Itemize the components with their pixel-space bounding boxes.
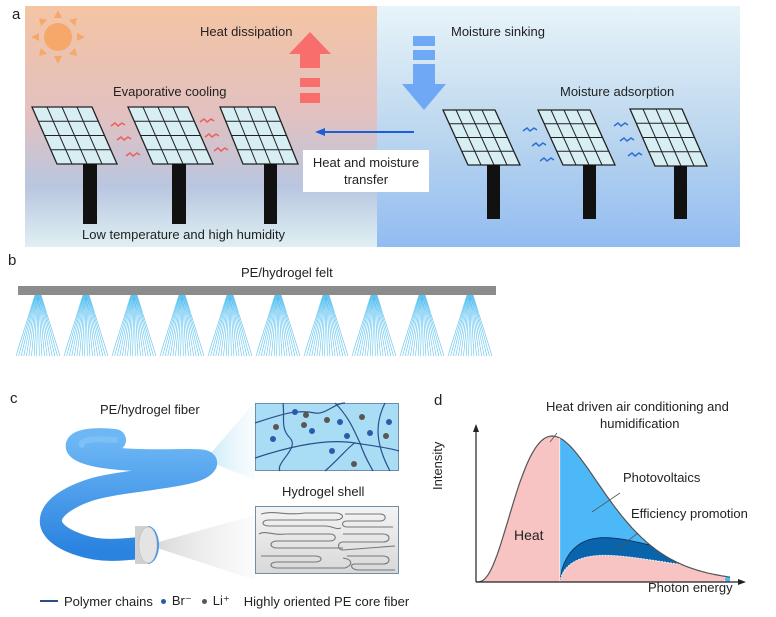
hydrogel-shell-box [254,402,400,472]
transfer-arrow [315,128,414,136]
pe-core-label: Highly oriented PE core fiber [243,593,410,609]
leader-efficiency [615,532,639,551]
solar-panel [536,109,617,219]
shell-zoom-cone [205,402,255,480]
fiber-bundle [63,294,109,357]
solar-panel [127,106,214,224]
fiber-bundle [447,294,493,357]
fiber-bundle [207,294,253,357]
heat-dissipation-arrow [289,32,331,103]
pe-core-end [135,526,159,564]
y-axis-arrow [473,424,479,432]
panel-letter-c: c [10,390,18,407]
solar-panel [441,109,522,219]
legend-br: Br⁻ [171,593,192,608]
polymer-chain-swatch [40,600,58,602]
heat-moisture-transfer-box: Heat and moisture transfer [303,150,429,192]
moisture-waves [522,122,643,162]
solar-panel [31,106,118,224]
core-zoom-cone [148,515,255,580]
transfer-label-line2: transfer [343,172,389,187]
coiled-fiber [39,428,218,561]
y-axis-label: Intensity [430,441,445,490]
annotation-heat: Heat [514,527,544,543]
pe-hydrogel-felt [15,286,496,357]
pe-hydrogel-fiber-label: PE/hydrogel fiber [100,402,200,417]
felt-bar [18,286,496,295]
panel-letter-a: a [12,6,21,23]
residual-heat-area [559,554,726,583]
br-ions [270,409,392,454]
fiber-bundle [399,294,445,357]
fiber-bundle [351,294,397,357]
solar-panel [219,106,299,224]
fiber-bundle [111,294,157,357]
transfer-label-line1: Heat and moisture [312,155,420,170]
x-axis-label: Photon energy [648,580,733,595]
evaporative-cooling-label: Evaporative cooling [113,84,227,99]
annotation-photovoltaics: Photovoltaics [623,470,701,485]
x-axis-arrow [738,579,746,585]
pe-hydrogel-felt-label: PE/hydrogel felt [241,265,333,280]
moisture-sinking-label: Moisture sinking [451,24,545,39]
leader-photovoltaics [591,492,621,513]
annotation-efficiency: Efficiency promotion [631,506,748,521]
annotation-heat-driven: Heat driven air conditioning and [546,399,729,414]
li-ions [273,412,389,467]
leader-heat-driven [549,432,558,443]
panel-a-scene [25,6,740,247]
li-dot-swatch [201,598,207,604]
fiber-bundle [15,294,61,357]
fiber-bundle [303,294,349,357]
heat-area [476,436,560,582]
spectrum-chart [473,424,746,585]
fiber-bundle [255,294,301,357]
moisture-adsorption-label: Moisture adsorption [560,84,675,99]
panel-c-legend: Polymer chains Br⁻ Li⁺ Highly oriented P… [40,593,409,609]
pe-core-box [255,506,399,574]
fiber-bundle [159,294,205,357]
panel-letter-b: b [8,252,17,269]
legend-polymer-chains: Polymer chains [64,593,153,609]
legend-li: Li⁺ [212,593,230,608]
moisture-sinking-arrow [402,36,446,110]
low-temp-high-humidity-label: Low temperature and high humidity [82,227,286,242]
hydrogel-shell-label: Hydrogel shell [282,484,365,499]
spectrum-curve [475,435,731,583]
solar-panel [629,108,708,219]
heat-waves [110,118,229,157]
br-dot-swatch [160,598,166,604]
sun-icon [31,10,85,64]
panel-letter-d: d [434,392,443,409]
annotation-humidification: humidification [600,416,680,431]
fiber-illustration [39,402,255,580]
heat-dissipation-label: Heat dissipation [200,24,293,39]
